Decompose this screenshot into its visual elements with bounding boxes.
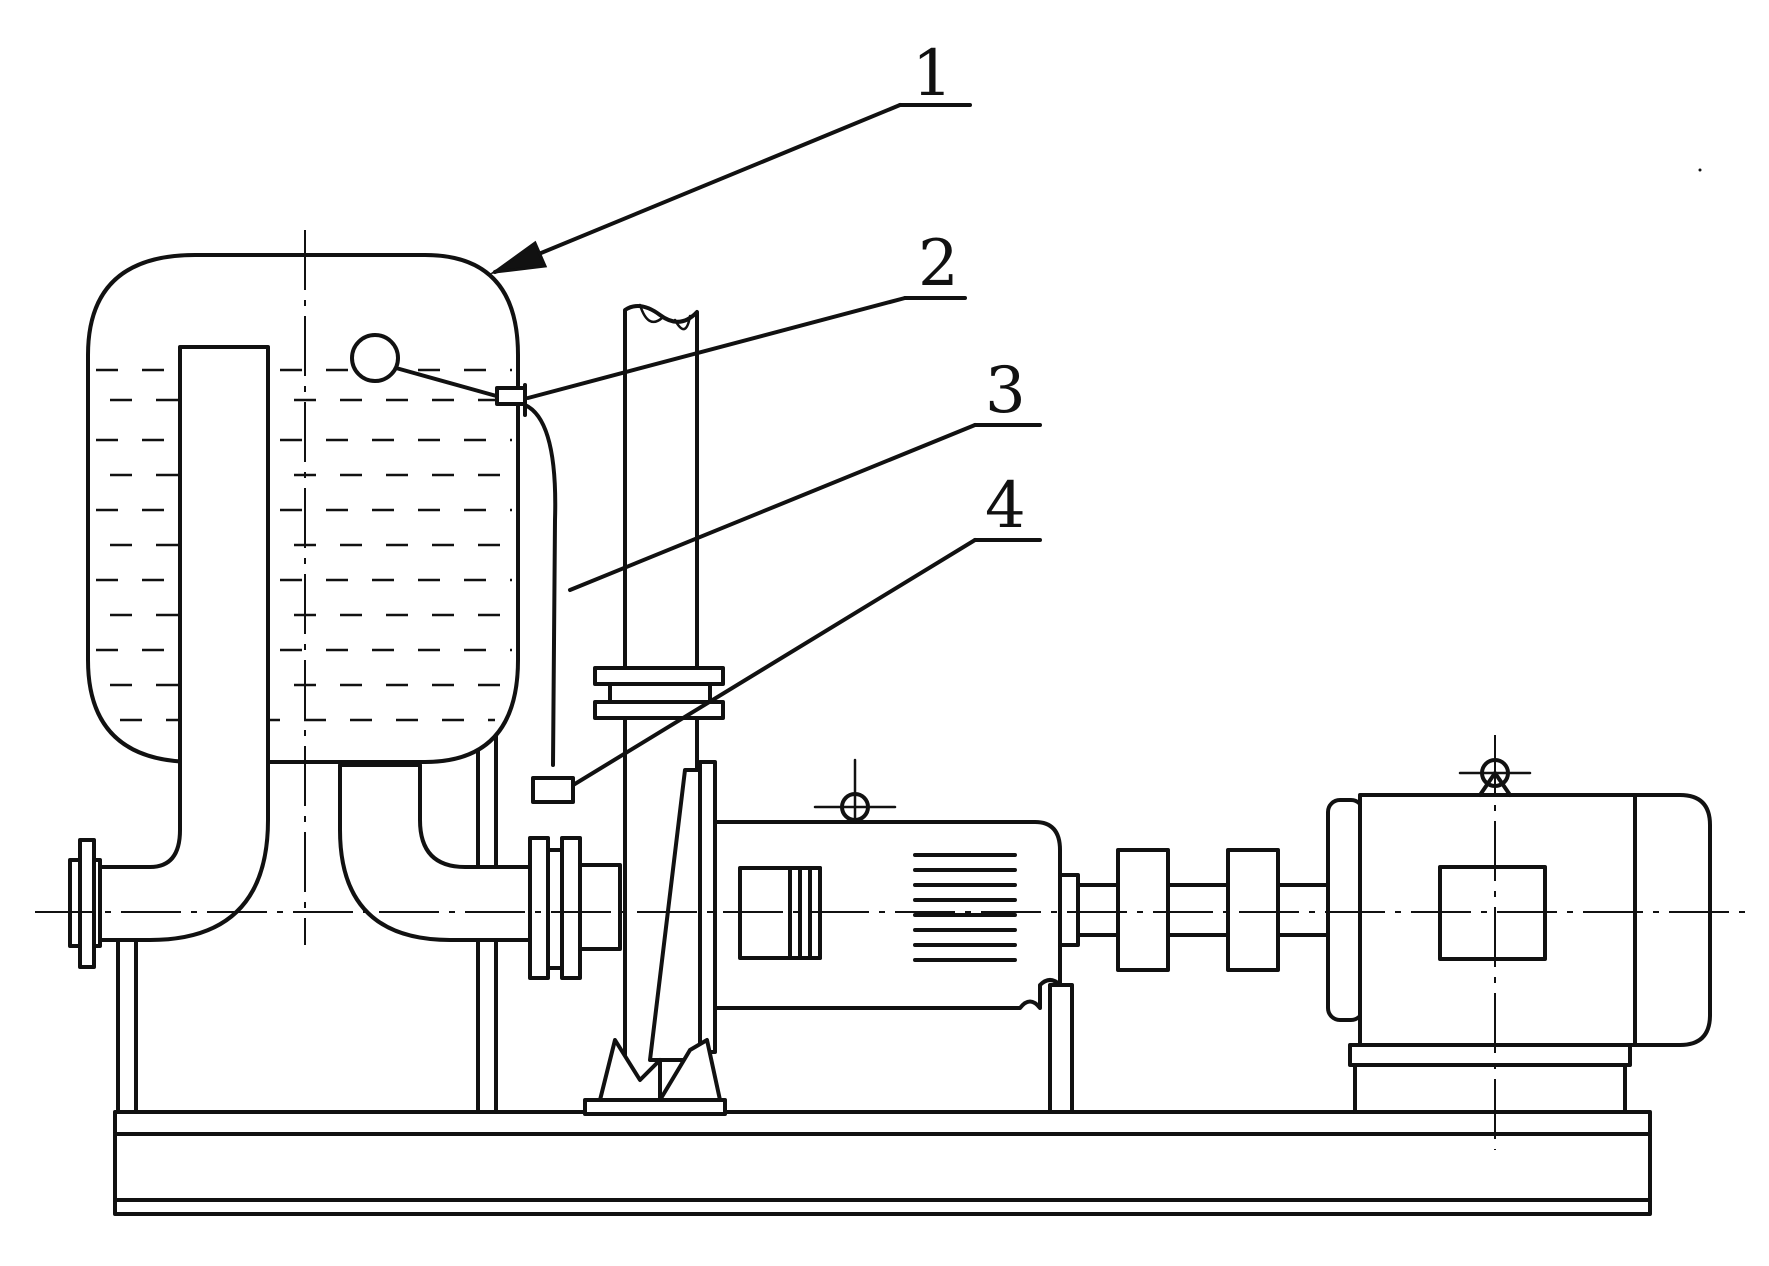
vacuum-tank bbox=[86, 253, 527, 764]
callout-label-4: 4 bbox=[985, 469, 1026, 543]
cooling-fins bbox=[913, 853, 1017, 962]
bearing-housing bbox=[713, 758, 1080, 1114]
callout-label-3: 3 bbox=[985, 354, 1026, 428]
level-switch bbox=[495, 386, 527, 406]
discharge-flange-top bbox=[593, 666, 725, 686]
electric-motor bbox=[1326, 758, 1712, 1114]
centerlines bbox=[35, 230, 1755, 1150]
shaft-coupling bbox=[1076, 848, 1330, 972]
callout-label-2: 2 bbox=[918, 227, 959, 301]
sensor-box bbox=[531, 776, 575, 804]
pump-casing bbox=[583, 760, 727, 1116]
tank-outlet-pipe bbox=[338, 763, 532, 942]
tank-inlet-pipe bbox=[68, 345, 270, 969]
base-frame bbox=[113, 1110, 1652, 1216]
float-ball bbox=[350, 333, 400, 383]
callout-label-1: 1 bbox=[912, 37, 953, 111]
leader-lines bbox=[489, 103, 1042, 804]
stray-mark bbox=[1698, 168, 1702, 172]
callout-labels: 1 2 3 4 bbox=[912, 37, 1026, 543]
suction-flanges bbox=[528, 836, 622, 980]
